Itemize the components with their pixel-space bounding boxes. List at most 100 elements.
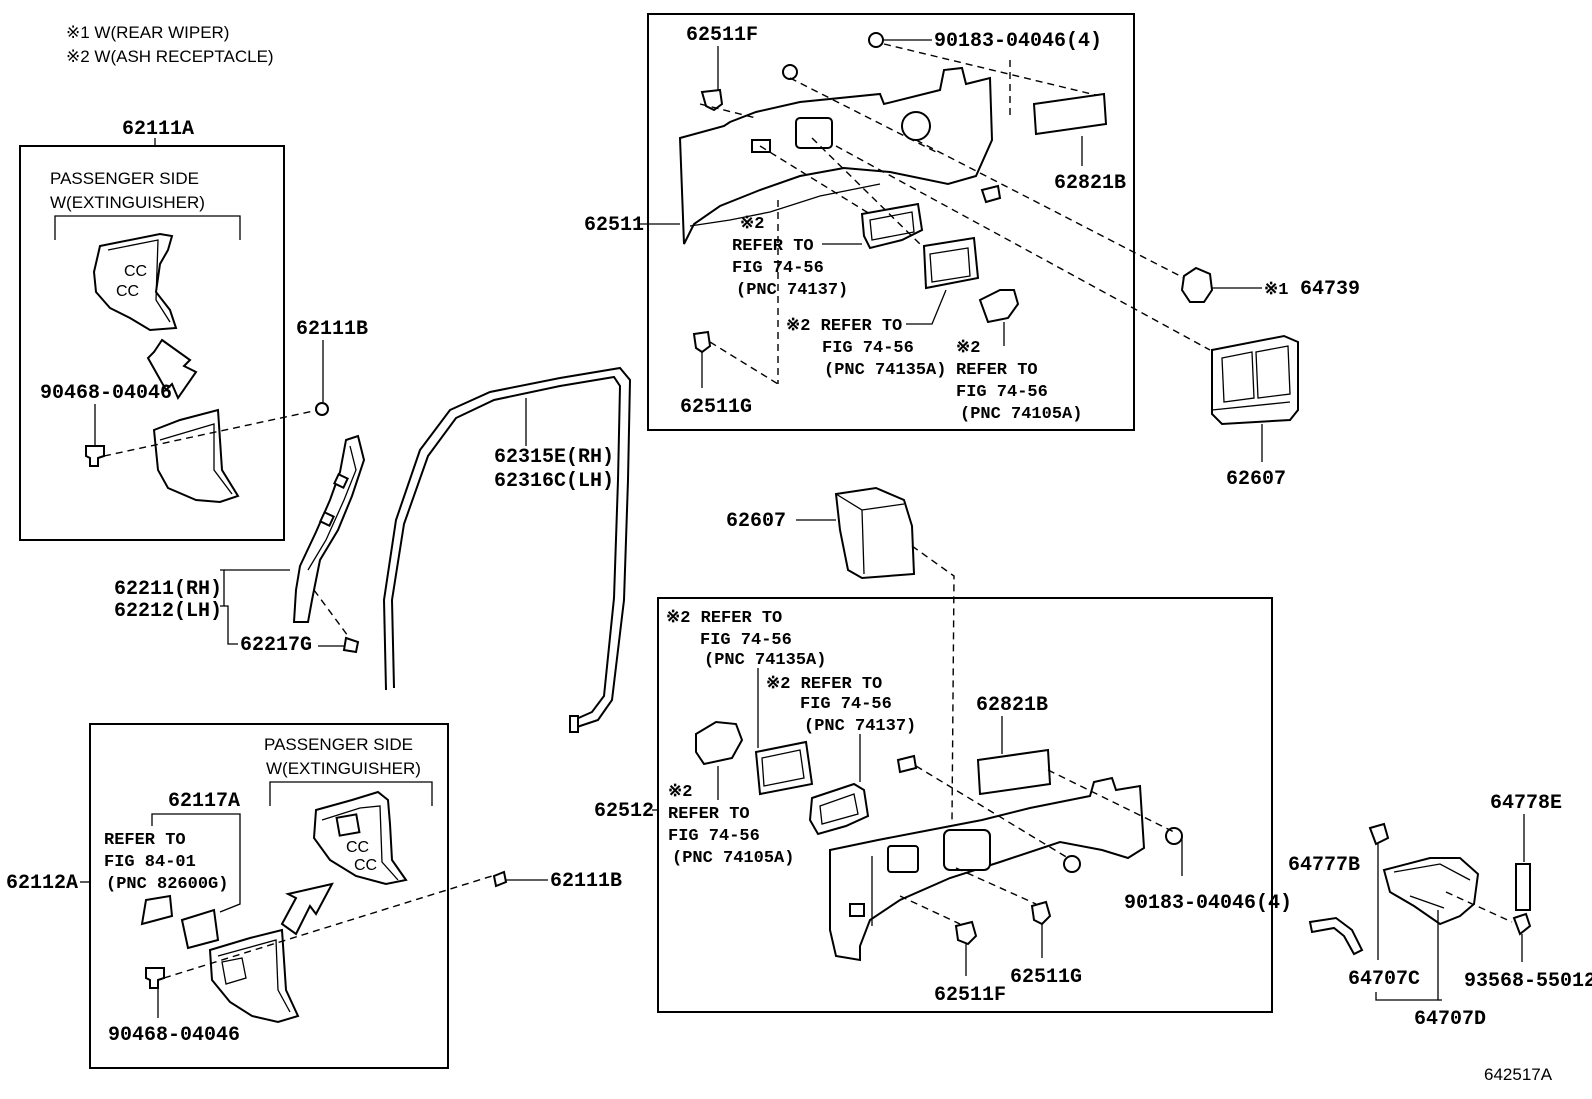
part-label-62607[interactable]: 62607 [1226, 468, 1286, 491]
part-label-62315e-rh[interactable]: 62315E(RH) [494, 446, 614, 469]
arrow-icon [146, 338, 198, 401]
part-label-62117a[interactable]: 62117A [168, 790, 240, 813]
clip-62511g [692, 330, 712, 354]
passenger-side-label: PASSENGER SIDE [264, 735, 413, 754]
part-label-62111b[interactable]: 62111B [296, 318, 368, 341]
nut-90183-04046 [868, 32, 884, 48]
part-label-64778e[interactable]: 64778E [1490, 792, 1562, 815]
part-label-64707d[interactable]: 64707D [1414, 1008, 1486, 1031]
nut-90183-04046 [782, 64, 798, 80]
part-label-62111b[interactable]: 62111B [550, 870, 622, 893]
part-label-62511g[interactable]: 62511G [680, 396, 752, 419]
group-box-62111a [19, 145, 285, 541]
part-label-62112a[interactable]: 62112A [6, 872, 78, 895]
note-rear-wiper: ※1 W(REAR WIPER) [66, 23, 229, 42]
refer-to-fig-74-56[interactable]: FIG 74-56 [732, 259, 824, 278]
part-label-90468-04046[interactable]: 90468-04046 [40, 382, 172, 405]
part-label-93568-55012[interactable]: 93568-55012 [1464, 970, 1592, 993]
clip-mark: CC [346, 839, 369, 856]
lamp-62821b [976, 748, 1052, 796]
part-label-64707c[interactable]: 64707C [1348, 968, 1420, 991]
passenger-side-label: PASSENGER SIDE [50, 169, 199, 188]
refer-to-fig-74-56[interactable]: ※2 REFER TO [766, 675, 882, 694]
refer-to-fig-74-56[interactable]: ※2 REFER TO [666, 609, 782, 628]
part-label-62511f[interactable]: 62511F [934, 984, 1006, 1007]
trim-panel-62511 [678, 66, 994, 245]
part-label-90183-04046[interactable]: 90183-04046(4) [934, 30, 1102, 53]
ash-receptacle-74137 [860, 202, 924, 250]
part-label-64777b[interactable]: 64777B [1288, 854, 1360, 877]
refer-to-fig-74-56[interactable]: FIG 74-56 [668, 827, 760, 846]
kick-panel-upper [92, 232, 178, 332]
kick-panel-lower [152, 408, 240, 504]
note-mark-1: ※1 [1264, 281, 1288, 300]
ash-receptacle-74137 [808, 782, 870, 836]
clip-64707c [1368, 822, 1390, 846]
wiper-knob-64739 [1180, 266, 1214, 303]
part-label-62316c-lh[interactable]: 62316C(LH) [494, 470, 614, 493]
refer-mark: ※2 [740, 215, 764, 234]
part-label-62821b[interactable]: 62821B [976, 694, 1048, 717]
cover-82600g [140, 894, 174, 926]
refer-to-fig-74-56[interactable]: (PNC 74135A) [704, 651, 826, 670]
refer-to-fig-74-56[interactable]: (PNC 74135A) [824, 361, 946, 380]
group-box-62112a [89, 723, 449, 1069]
clip-62111b [315, 402, 329, 416]
part-label-62212-lh[interactable]: 62212(LH) [114, 600, 222, 623]
refer-to-fig-74-56[interactable]: (PNC 74137) [736, 281, 848, 300]
refer-to-fig-74-56[interactable]: FIG 74-56 [956, 383, 1048, 402]
front-pillar-garnish [292, 434, 366, 623]
part-label-90468-04046[interactable]: 90468-04046 [108, 1024, 240, 1047]
part-label-62511[interactable]: 62511 [584, 214, 644, 237]
refer-to-fig-74-56[interactable]: (PNC 74105A) [960, 405, 1082, 424]
refer-to-fig-74-56[interactable]: REFER TO [956, 361, 1038, 380]
nut-90183-04046 [1063, 855, 1081, 873]
refer-to-fig-74-56[interactable]: ※2 REFER TO [786, 317, 902, 336]
clip-90468-04046 [145, 967, 165, 989]
cup-holder-62607 [834, 486, 916, 580]
trim-panel-62512 [829, 776, 1146, 962]
refer-to-fig-74-56[interactable]: FIG 74-56 [822, 339, 914, 358]
figure-id: 642517A [1484, 1065, 1553, 1084]
part-label-90183-04046[interactable]: 90183-04046(4) [1124, 892, 1292, 915]
refer-to-fig-74-56[interactable]: REFER TO [668, 805, 750, 824]
refer-mark: ※2 [668, 783, 692, 802]
extinguisher-label: W(EXTINGUISHER) [266, 759, 421, 778]
refer-to-fig-74-56[interactable]: (PNC 74105A) [672, 849, 794, 868]
ash-receptacle-74105a [695, 720, 744, 766]
refer-to-fig-84-01[interactable]: REFER TO [104, 831, 186, 850]
part-label-62511g[interactable]: 62511G [1010, 966, 1082, 989]
refer-to-fig-74-56[interactable]: FIG 74-56 [700, 631, 792, 650]
refer-to-fig-74-56[interactable]: FIG 74-56 [800, 695, 892, 714]
hose-64777b [1308, 916, 1364, 956]
refer-to-fig-74-56[interactable]: (PNC 74137) [804, 717, 916, 736]
refer-mark: ※2 [956, 339, 980, 358]
clip-mark: CC [354, 857, 377, 874]
nut-90183-04046 [1165, 827, 1183, 845]
kick-panel-lower [208, 928, 300, 1024]
part-label-62821b[interactable]: 62821B [1054, 172, 1126, 195]
part-label-62211-rh[interactable]: 62211(RH) [114, 578, 222, 601]
bracket-64778e [1515, 863, 1531, 911]
part-label-62512[interactable]: 62512 [594, 800, 654, 823]
clip-62111b [492, 870, 508, 888]
clip-62511f [700, 88, 724, 112]
ash-receptacle-74135a [754, 740, 814, 796]
refer-to-fig-84-01[interactable]: (PNC 82600G) [106, 875, 228, 894]
clip-62511g [1030, 900, 1052, 926]
refer-to-fig-74-56[interactable]: REFER TO [732, 237, 814, 256]
part-label-64739[interactable]: 64739 [1300, 278, 1360, 301]
refer-to-fig-84-01[interactable]: FIG 84-01 [104, 853, 196, 872]
part-label-62511f[interactable]: 62511F [686, 24, 758, 47]
part-label-62607[interactable]: 62607 [726, 510, 786, 533]
extinguisher-cover [180, 908, 220, 950]
screw-62217g [342, 636, 360, 654]
ash-receptacle-74105a [978, 289, 1020, 324]
clip-mark: CC [116, 283, 139, 300]
part-label-62111a[interactable]: 62111A [122, 118, 194, 141]
part-label-62217g[interactable]: 62217G [240, 634, 312, 657]
bolt-93568-55012 [1512, 912, 1532, 936]
clip-62511f [954, 920, 978, 946]
extinguisher-label: W(EXTINGUISHER) [50, 193, 205, 212]
clip-90468-04046 [85, 445, 105, 467]
